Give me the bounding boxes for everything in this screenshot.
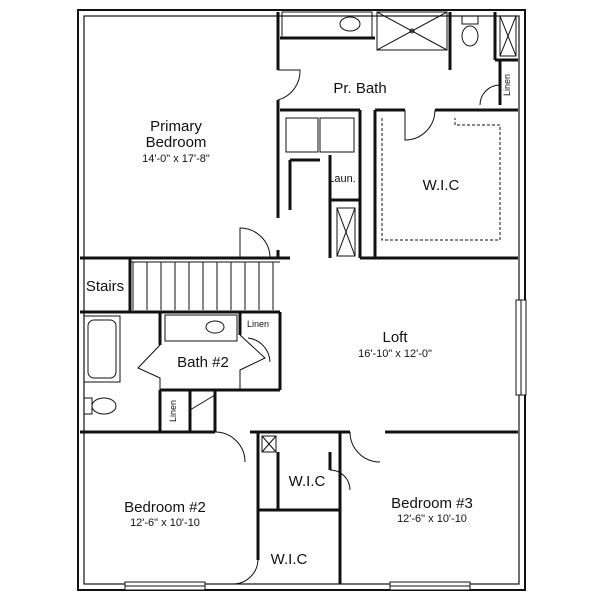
bath2-label: Bath #2 [177, 354, 229, 371]
bedroom2-label: Bedroom #2 [124, 499, 206, 516]
loft-label: Loft [382, 329, 408, 346]
primary-bedroom-title-1: Primary [150, 118, 202, 135]
wic-bed2-label: W.I.C [271, 551, 308, 568]
bedroom2-dims: 12'-6" x 10'-10 [130, 517, 200, 529]
wic-primary-label: W.I.C [423, 177, 460, 194]
stairs-label: Stairs [86, 278, 124, 295]
loft-dims: 16'-10" x 12'-0" [358, 348, 432, 360]
fixtures [83, 11, 517, 453]
linen-hall-label: Linen [168, 400, 178, 422]
bedroom3-dims: 12'-6" x 10'-10 [397, 513, 467, 525]
primary-bedroom-title-2: Bedroom [146, 134, 207, 151]
doors [189, 69, 501, 585]
wic-bed3-label: W.I.C [289, 473, 326, 490]
pr-bath-label: Pr. Bath [333, 80, 386, 97]
room-labels: Primary Bedroom 14'-0" x 17'-8" Pr. Bath… [86, 74, 512, 568]
linen-bath2-label: Linen [247, 319, 269, 329]
linen-top-label: Linen [502, 74, 512, 96]
laundry-label: Laun. [328, 173, 356, 185]
windows [124, 299, 527, 591]
bedroom3-label: Bedroom #3 [391, 495, 473, 512]
interior-walls [80, 12, 518, 584]
primary-bedroom-dims: 14'-0" x 17'-8" [142, 153, 210, 165]
